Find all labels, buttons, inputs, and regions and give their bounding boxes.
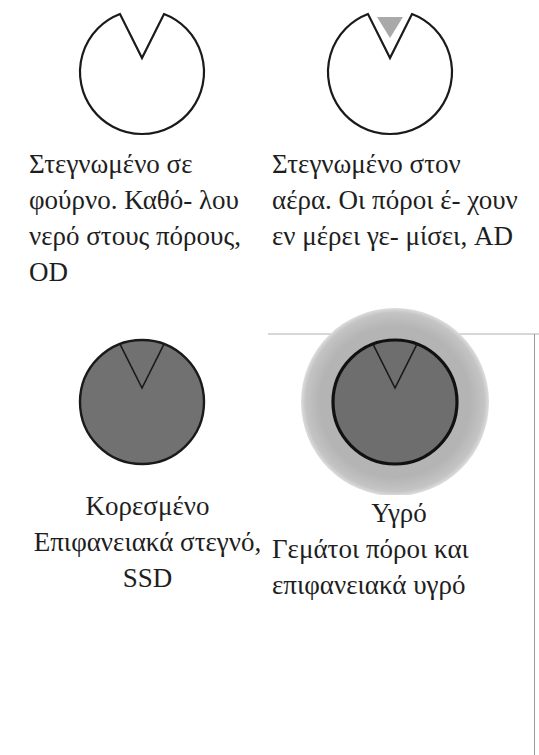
air-dry-particle: [328, 14, 452, 134]
aggregate-particle: [268, 305, 530, 495]
state-caption: Στεγνωμένο στον αέρα. Οι πόροι έ- χουν ε…: [272, 146, 526, 254]
saturated-particle: [80, 340, 204, 464]
pore-water: [377, 17, 403, 38]
frame-line: [534, 334, 535, 755]
caption-box: ΥγρόΓεμάτοι πόροι και επιφανειακά υγρό: [268, 495, 530, 603]
dry-particle: [80, 14, 204, 134]
aggregate-particle: [25, 330, 270, 488]
aggregate-particle: [268, 0, 530, 146]
state-caption: Υγρό: [272, 495, 526, 531]
particle-state: Στεγνωμένο στον αέρα. Οι πόροι έ- χουν ε…: [268, 0, 530, 258]
caption-box: Στεγνωμένο σε φούρνο. Καθό- λου νερό στο…: [25, 146, 270, 290]
state-caption: Στεγνωμένο σε φούρνο. Καθό- λου νερό στο…: [29, 146, 266, 290]
surface-water: [301, 308, 489, 495]
pore-outline: [120, 344, 164, 388]
caption-box: Στεγνωμένο στον αέρα. Οι πόροι έ- χουν ε…: [268, 146, 530, 254]
pore-outline: [373, 344, 417, 388]
particle-state: ΥγρόΓεμάτοι πόροι και επιφανειακά υγρό: [268, 305, 530, 607]
caption-box: Κορεσμένο Επιφανειακά στεγνό, SSD: [25, 488, 270, 596]
aggregate-particle: [25, 0, 270, 146]
particle-state: Κορεσμένο Επιφανειακά στεγνό, SSD: [25, 330, 270, 600]
state-caption: Κορεσμένο Επιφανειακά στεγνό, SSD: [29, 488, 266, 596]
state-description: Γεμάτοι πόροι και επιφανειακά υγρό: [272, 531, 526, 603]
particle-state: Στεγνωμένο σε φούρνο. Καθό- λου νερό στο…: [25, 0, 270, 294]
wet-particle: [333, 340, 457, 464]
